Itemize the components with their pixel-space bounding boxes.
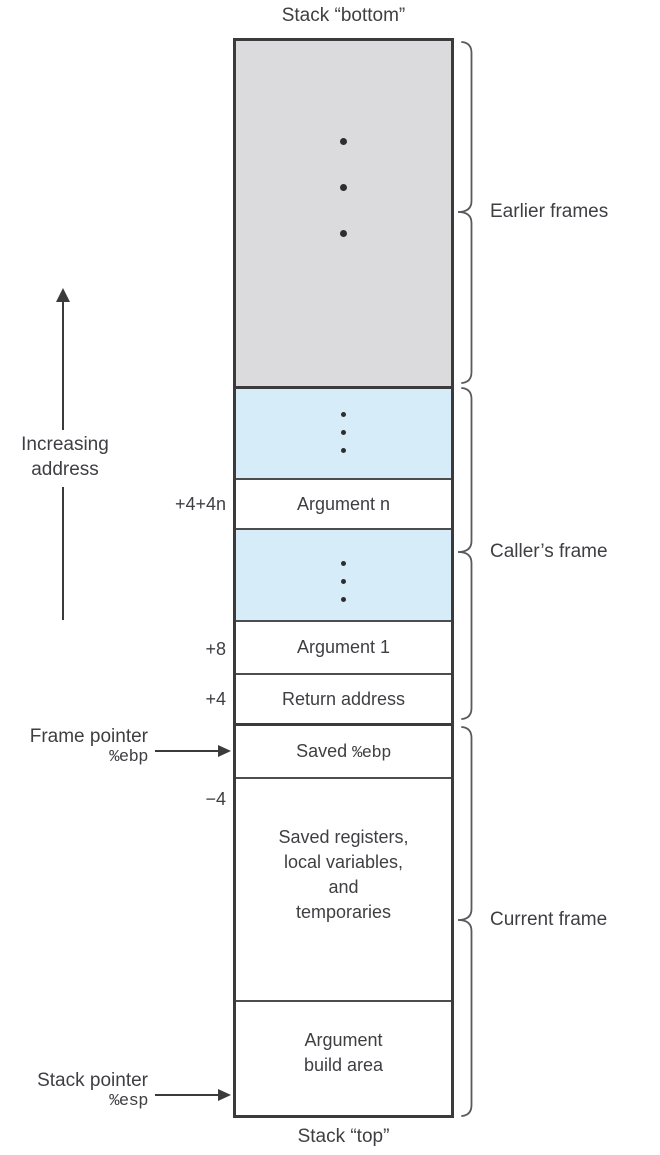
callers-frame-brace: [457, 387, 473, 720]
frame-pointer-text: Frame pointer: [29, 726, 148, 747]
cell-argument-1-label: Argument 1: [296, 637, 391, 657]
increasing-address-arrow-line: [62, 487, 64, 620]
cell-saved-ebp: Saved %ebp: [236, 723, 451, 777]
vertical-ellipsis-icon: [341, 561, 346, 602]
cell-argument-build-area: Argument build area: [236, 1000, 451, 1115]
stack-pointer-text: Stack pointer: [37, 1070, 148, 1091]
cell-more-arguments-lower: [236, 528, 451, 620]
stack-bottom-label: Stack “bottom”: [281, 5, 406, 26]
increasing-address-label: Increasing address: [21, 434, 109, 480]
cell-argument-n: Argument n: [236, 478, 451, 528]
cell-more-arguments-upper: [236, 386, 451, 478]
vertical-ellipsis-icon: [340, 138, 347, 237]
offset-argument-1: +8: [205, 639, 226, 659]
cell-argument-n-label: Argument n: [296, 493, 391, 514]
cell-argument-build-area-label: Argument build area: [303, 1030, 384, 1075]
current-frame-label: Current frame: [490, 909, 608, 930]
offset-argument-n: +4+4n: [174, 494, 226, 514]
cell-argument-1: Argument 1: [236, 620, 451, 673]
vertical-ellipsis-icon: [341, 412, 346, 453]
cell-return-address-label: Return address: [281, 688, 406, 709]
stack-pointer-label: Stack pointer %esp: [0, 1070, 148, 1112]
right-arrow-icon: [218, 745, 231, 757]
offset-return-address: +4: [205, 689, 226, 709]
saved-ebp-prefix: Saved: [296, 740, 353, 761]
callers-frame-label: Caller’s frame: [490, 541, 608, 562]
saved-ebp-register: %ebp: [352, 743, 391, 763]
cell-saved-ebp-label: Saved %ebp: [296, 741, 391, 763]
stack-box: Argument n Argument 1 Return address Sav…: [233, 38, 454, 1118]
right-arrow-icon: [218, 1089, 231, 1101]
cell-saved-registers-label: Saved registers, local variables, and te…: [278, 827, 409, 922]
earlier-frames-label: Earlier frames: [490, 201, 609, 222]
cell-saved-registers: Saved registers, local variables, and te…: [236, 777, 451, 1000]
stack-pointer-arrow-line: [155, 1094, 219, 1096]
frame-pointer-register: %ebp: [109, 748, 148, 767]
current-frame-brace: [457, 726, 473, 1117]
earlier-frames-brace: [457, 41, 473, 384]
offset-below-ebp: −4: [205, 789, 226, 809]
stack-top-label: Stack “top”: [297, 1126, 390, 1147]
frame-pointer-arrow-line: [155, 750, 219, 752]
frame-pointer-label: Frame pointer %ebp: [0, 726, 149, 768]
cell-return-address: Return address: [236, 673, 451, 723]
cell-earlier-frames: [236, 41, 451, 386]
up-arrow-icon: [56, 288, 70, 302]
stack-pointer-register: %esp: [109, 1092, 148, 1111]
increasing-address-arrow-line: [62, 300, 64, 430]
